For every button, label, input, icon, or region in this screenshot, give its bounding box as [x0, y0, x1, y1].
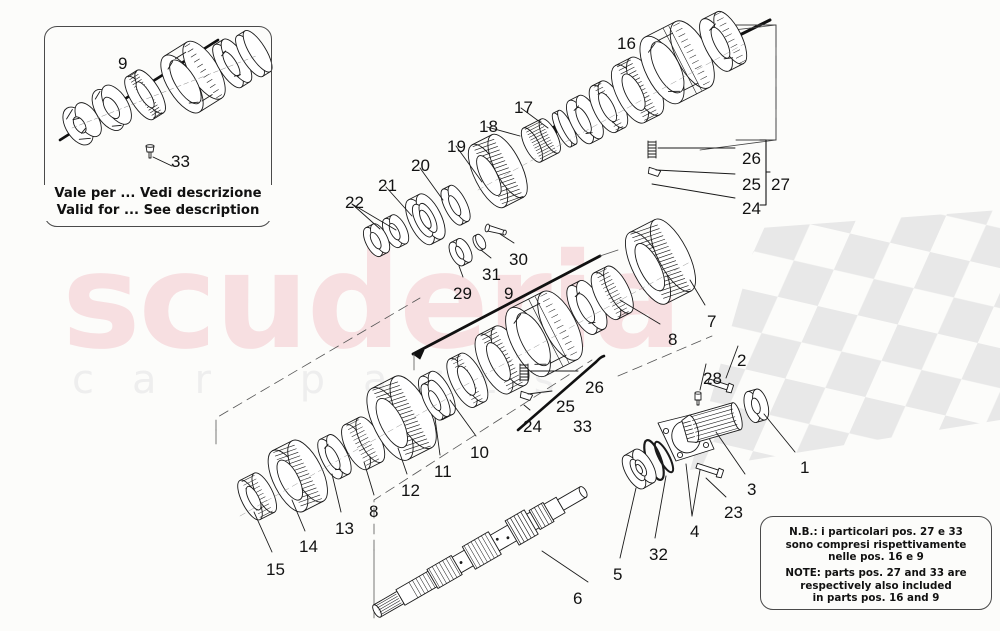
- note-it-line-3: nelle pos. 16 e 9: [828, 551, 924, 564]
- callout-number-24: 24: [523, 417, 542, 436]
- callout-number-23: 23: [724, 503, 743, 522]
- callout-number-26: 26: [585, 378, 604, 397]
- callout-number-28: 28: [703, 369, 722, 388]
- main-shaft-group: [372, 359, 675, 619]
- inset-panel-caption: Vale per ... Vedi descrizione Valid for …: [44, 185, 272, 221]
- callout-number-2: 2: [737, 351, 747, 370]
- callout-number-24: 24: [742, 199, 761, 218]
- callout-number-3: 3: [747, 480, 757, 499]
- callout-number-15: 15: [266, 560, 285, 579]
- callout-number-18: 18: [479, 117, 498, 136]
- inset-cluster-9: [58, 29, 273, 167]
- callout-number-27: 27: [771, 175, 790, 194]
- caption-italian: Vale per ... Vedi descrizione: [54, 186, 262, 201]
- note-it-line-1: N.B.: i particolari pos. 27 e 33: [789, 526, 963, 538]
- callout-number-10: 10: [470, 443, 489, 462]
- bearing-group: [351, 107, 549, 278]
- callout-number-1: 1: [800, 458, 810, 477]
- note-panel: [760, 516, 992, 610]
- inset-panel-valid-for: [44, 26, 272, 227]
- callout-number-14: 14: [299, 537, 318, 556]
- callout-number-30: 30: [509, 250, 528, 269]
- callout-number-16: 16: [617, 34, 636, 53]
- callout-number-8: 8: [668, 330, 678, 349]
- callout-number-5: 5: [613, 565, 623, 584]
- note-it-line-2: sono compresi rispettivamente: [785, 538, 967, 551]
- callout-inset-9: 9: [118, 54, 128, 73]
- note-en-line-2: respectively also included: [800, 579, 952, 592]
- callout-number-11: 11: [434, 462, 452, 481]
- callout-number-21: 21: [378, 176, 397, 195]
- callout-number-17: 17: [514, 98, 533, 117]
- caption-english: Valid for ... See description: [56, 202, 260, 218]
- callout-number-7: 7: [707, 312, 717, 331]
- callout-number-22: 22: [345, 193, 364, 212]
- note-italian: N.B.: i particolari pos. 27 e 33 sono co…: [760, 526, 992, 564]
- callout-number-32: 32: [649, 545, 668, 564]
- callout-number-25: 25: [742, 175, 761, 194]
- callout-number-31: 31: [482, 265, 501, 284]
- callout-number-33: 33: [573, 417, 592, 436]
- callout-inset-33: 33: [171, 152, 190, 171]
- callout-number-9: 9: [504, 284, 514, 303]
- note-en-line-3: in parts pos. 16 and 9: [812, 592, 940, 605]
- note-english: NOTE: parts pos. 27 and 33 are respectiv…: [760, 567, 992, 605]
- note-en-line-1: NOTE: parts pos. 27 and 33 are: [785, 567, 967, 579]
- callout-number-26: 26: [742, 149, 761, 168]
- callout-number-13: 13: [335, 519, 354, 538]
- callout-number-12: 12: [401, 481, 420, 500]
- callout-number-29: 29: [453, 284, 472, 303]
- top-shaft-assembly: [467, 10, 777, 209]
- callout-number-20: 20: [411, 156, 430, 175]
- callout-number-8: 8: [369, 502, 379, 521]
- layshaft-gear-cluster: [215, 297, 477, 553]
- callout-number-25: 25: [556, 397, 575, 416]
- output-flange-group: [617, 335, 796, 517]
- callout-number-6: 6: [573, 589, 583, 608]
- callout-number-4: 4: [690, 522, 700, 541]
- callout-number-19: 19: [447, 137, 466, 156]
